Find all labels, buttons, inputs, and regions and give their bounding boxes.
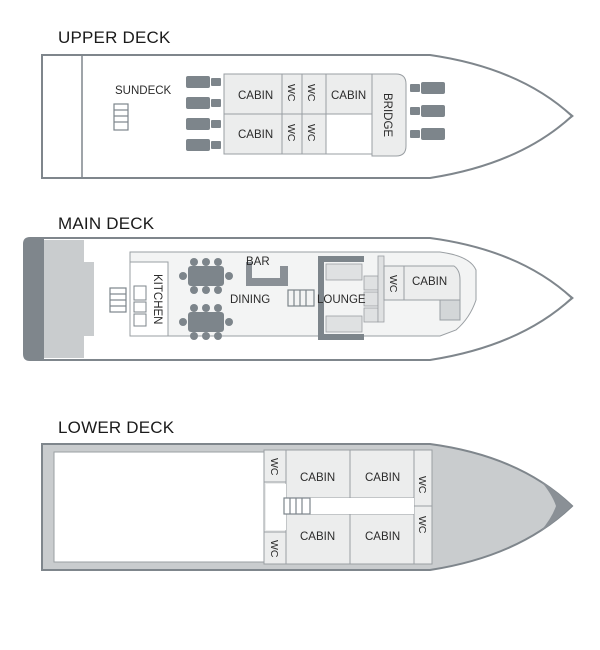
upper-cabin-label-1: CABIN: [238, 90, 273, 102]
lower-cabin-label-4: CABIN: [365, 531, 400, 543]
lower-stairs: [283, 497, 311, 515]
lower-wc-label-3: WC: [416, 476, 428, 494]
lower-cabin-label-2: CABIN: [365, 472, 400, 484]
upper-wc-label-4: WC: [305, 124, 317, 142]
dining-tables: [179, 258, 233, 340]
lower-deck: WC WC WC WC CABIN CABIN CABIN CABIN: [41, 443, 574, 571]
bridge-room: [371, 73, 407, 157]
kitchen-appliances: [133, 285, 147, 327]
upper-deck-title: UPPER DECK: [58, 28, 171, 47]
upper-cabin-label-3: CABIN: [331, 90, 366, 102]
upper-wc-label-1: WC: [285, 84, 297, 102]
bar-counter: [246, 262, 288, 286]
lower-cabin-label-3: CABIN: [300, 531, 335, 543]
kitchen-room: [129, 261, 169, 337]
main-deck-title: MAIN DECK: [58, 214, 155, 233]
lower-wc-label-1: WC: [268, 458, 280, 476]
lounge-label: LOUNGE: [317, 294, 366, 306]
sun-loungers-fore: [410, 82, 445, 140]
lounge-sofa-frame: [318, 256, 364, 340]
upper-wc-label-2: WC: [305, 84, 317, 102]
dining-label: DINING: [230, 294, 270, 306]
bridge-label: BRIDGE: [381, 93, 393, 137]
lower-wc-label-2: WC: [268, 540, 280, 558]
upper-wc-label-3: WC: [285, 124, 297, 142]
upper-deck: SUNDECK CABIN CABIN CABIN WC WC WC WC BR…: [41, 54, 574, 179]
main-stairs: [287, 289, 315, 307]
sun-loungers-aft: [186, 76, 221, 151]
kitchen-label: KITCHEN: [151, 274, 163, 324]
bar-label: BAR: [246, 256, 270, 268]
main-wc-label: WC: [387, 275, 399, 293]
lower-wc-label-4: WC: [416, 516, 428, 534]
upper-cabin-label-2: CABIN: [238, 129, 273, 141]
main-cabin-room: [403, 265, 461, 301]
sundeck-label: SUNDECK: [115, 85, 172, 97]
main-cabin-label: CABIN: [412, 276, 447, 288]
main-deck: KITCHEN BAR DINING LOUNGE WC CABIN: [23, 237, 574, 361]
main-ladder: [109, 287, 127, 313]
sundeck-ladder: [113, 103, 129, 131]
lower-deck-title: LOWER DECK: [58, 418, 175, 437]
lower-cabin-label-1: CABIN: [300, 472, 335, 484]
